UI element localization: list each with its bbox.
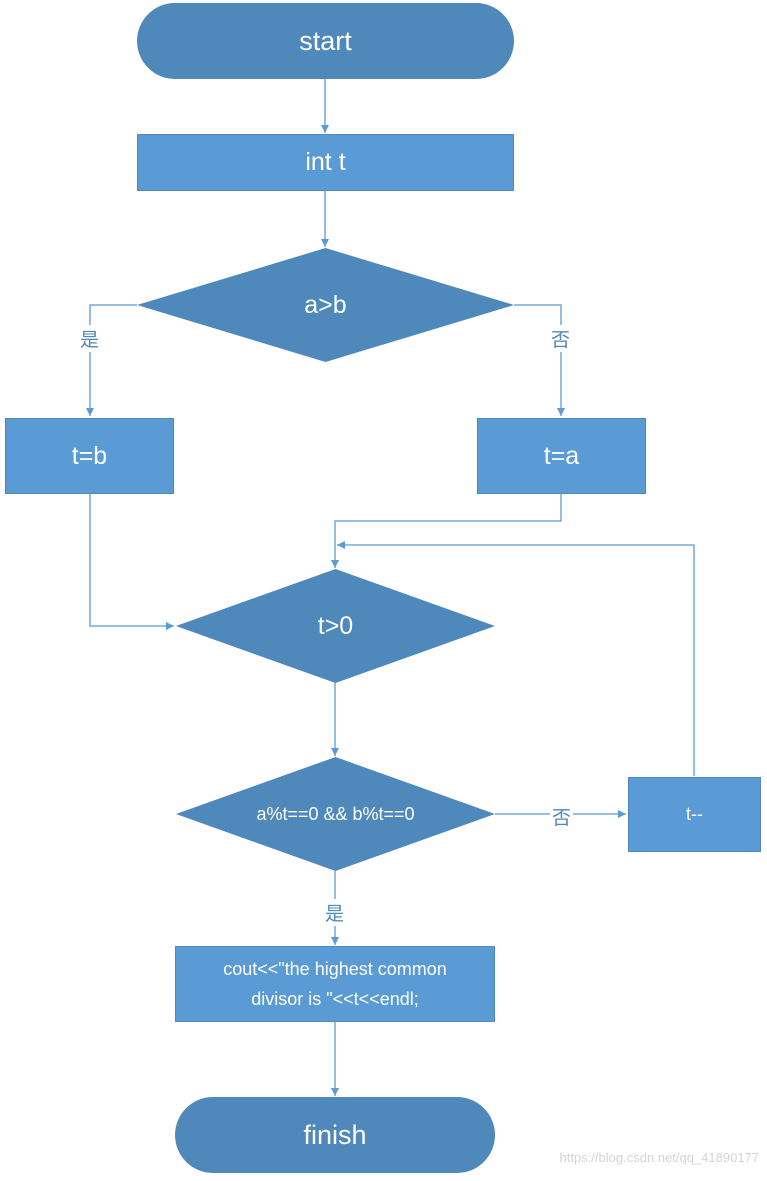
decision-t-positive: t>0 [176,569,495,683]
edge-label-ab-no: 否 [549,325,573,352]
output-line-2: divisor is "<<t<<endl; [251,989,419,1009]
decrement-t-label: t-- [686,804,703,824]
edge-assign-b-to-cond-t [89,494,174,630]
edge-label-mod-yes: 是 [323,899,347,926]
output-box: cout<<"the highest common divisor is "<<… [175,946,495,1022]
decision-a-greater-b: a>b [137,248,514,362]
declare-t-box: int t [137,134,514,191]
edge-cond-ab-yes [86,304,137,416]
assign-t-a-box: t=a [477,418,646,494]
decision-common-divisor-label: a%t==0 && b%t==0 [256,803,415,824]
edge-label-mod-no: 否 [550,803,574,830]
edge-label-ab-yes: 是 [78,325,102,352]
output-line-1: cout<<"the highest common [223,959,447,979]
finish-label: finish [303,1119,367,1150]
finish-terminal: finish [175,1097,495,1173]
decision-a-greater-b-label: a>b [304,290,347,319]
decision-common-divisor: a%t==0 && b%t==0 [176,757,495,871]
watermark-text: https://blog.csdn.net/qq_41890177 [559,1150,760,1165]
assign-t-a-label: t=a [543,441,580,470]
decision-t-positive-label: t>0 [317,611,354,640]
edge-assign-a-to-cond-t [331,494,562,568]
start-label: start [299,25,352,56]
assign-t-b-box: t=b [5,418,174,494]
edge-decrement-loop-back [337,541,695,776]
edge-cond-ab-no [514,304,565,416]
declare-t-label: int t [305,148,346,176]
assign-t-b-label: t=b [71,441,108,470]
decrement-t-box: t-- [628,777,761,852]
start-terminal: start [137,3,514,79]
